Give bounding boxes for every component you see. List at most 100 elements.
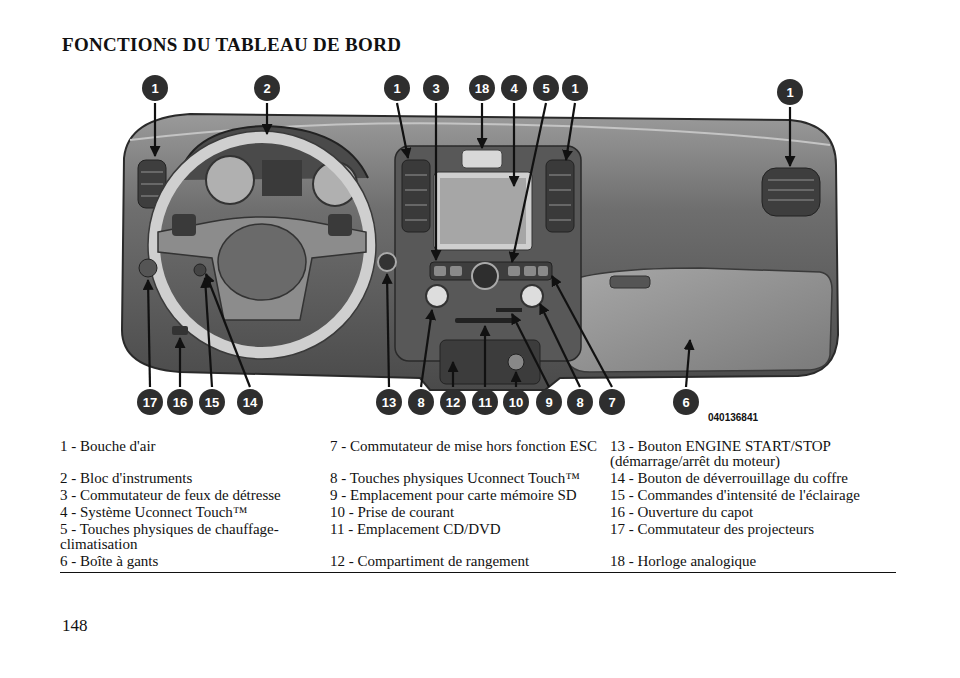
callout-circle: 16 [167,389,193,415]
callout-number: 11 [478,396,492,409]
air-vent [402,160,430,232]
leader-line [481,103,483,148]
callout-number: 2 [263,82,270,95]
key-entry: 11 - Emplacement CD/DVD [330,522,602,552]
callout-number: 3 [432,82,439,95]
callout-number: 1 [151,82,158,95]
analog-clock [462,150,502,168]
leader-line [452,362,454,387]
leader-line [512,314,549,387]
leader-line [484,326,486,387]
callout-circle: 6 [673,389,699,415]
leader-lines [148,103,790,387]
callout-circle: 17 [137,389,163,415]
callout-number: 4 [510,82,517,95]
key-entry: 13 - Bouton ENGINE START/STOP (démarrage… [610,439,896,469]
callout-circle: 18 [469,75,495,101]
leader-line [686,340,690,387]
callout-circle: 7 [599,389,625,415]
callout-circle: 15 [199,389,225,415]
cluster-display [262,160,302,196]
image-code: 040136841 [708,412,758,423]
key-entry: 14 - Bouton de déverrouillage du coffre [610,471,896,486]
callout-number: 15 [205,396,219,409]
key-entry: 18 - Horloge analogique [610,554,896,569]
leader-line [397,103,408,158]
callout-number: 17 [143,396,157,409]
air-vent [762,168,820,216]
key-entry: 9 - Emplacement pour carte mémoire SD [330,488,602,503]
leader-line [435,103,437,260]
center-knob [472,263,498,289]
callout-number: 10 [509,396,523,409]
key-entry: 8 - Touches physiques Uconnect Touch™ [330,471,602,486]
vent-slats [405,175,571,220]
key-entry: 5 - Touches physiques de chauffage-clima… [60,522,322,552]
callout-number: 14 [243,396,257,409]
leader-line [387,274,389,387]
callout-circle: 1 [562,75,588,101]
callout-number: 1 [393,82,400,95]
vent-slats [768,180,814,200]
leader-line [266,103,268,134]
key-entry: 17 - Commutateur des projecteurs [610,522,896,552]
callout-number: 7 [608,396,615,409]
dashboard-body [122,114,838,390]
leader-line [566,103,575,160]
callout-circle: 1 [384,75,410,101]
callout-circle: 5 [533,75,559,101]
callout-number: 12 [446,396,460,409]
screen-inner [440,178,526,244]
callout-number: 16 [173,396,187,409]
cd-slot [455,318,517,323]
callout-circle: 14 [237,389,263,415]
air-vent [546,160,574,232]
leader-line [154,103,156,156]
callout-circle: 10 [503,389,529,415]
sd-slot [496,308,522,312]
glove-box-handle [610,276,650,288]
page-title: FONCTIONS DU TABLEAU DE BORD [62,34,401,56]
vent-slats [141,172,163,196]
callout-circle: 4 [501,75,527,101]
callout-circle: 3 [423,75,449,101]
key-entry: 3 - Commutateur de feux de détresse [60,488,322,503]
leader-line [205,278,212,387]
key-entry: 1 - Bouche d'air [60,439,322,469]
steering-wheel-edge [148,131,376,359]
key-entry: 15 - Commandes d'intensité de l'éclairag… [610,488,896,503]
dimmer-control [194,264,206,276]
callout-circle: 12 [440,389,466,415]
key-entry: 10 - Prise de courant [330,505,602,520]
callout-number: 8 [576,396,583,409]
callout-number: 5 [542,82,549,95]
callout-circle: 11 [472,389,498,415]
callout-number: 1 [786,86,793,99]
callout-number: 13 [382,396,396,409]
key-entry: 12 - Compartiment de rangement [330,554,602,569]
leader-line [552,276,612,387]
knob [521,285,543,307]
wheel-buttons [172,214,352,236]
key-table: 1 - Bouche d'air 2 - Bloc d'instruments 3 … [60,439,896,573]
steering-hub [218,224,306,300]
callout-circle: 13 [376,389,402,415]
leader-line [206,274,250,387]
callout-number: 6 [682,396,689,409]
lower-console [440,340,540,384]
callout-number: 9 [545,396,552,409]
leader-line [421,310,432,387]
leader-line [515,372,517,387]
key-entry: 16 - Ouverture du capot [610,505,896,520]
knob [426,285,448,307]
gauge [206,156,254,204]
power-outlet [508,354,524,370]
key-entry: 2 - Bloc d'instruments [60,471,322,486]
callout-number: 18 [475,82,489,95]
page-number: 148 [62,616,88,636]
key-entry: 6 - Boîte à gants [60,554,322,569]
start-button [378,253,396,271]
leader-line [513,103,515,186]
callout-circle: 8 [408,389,434,415]
key-entry: 4 - Système Uconnect Touch™ [60,505,322,520]
